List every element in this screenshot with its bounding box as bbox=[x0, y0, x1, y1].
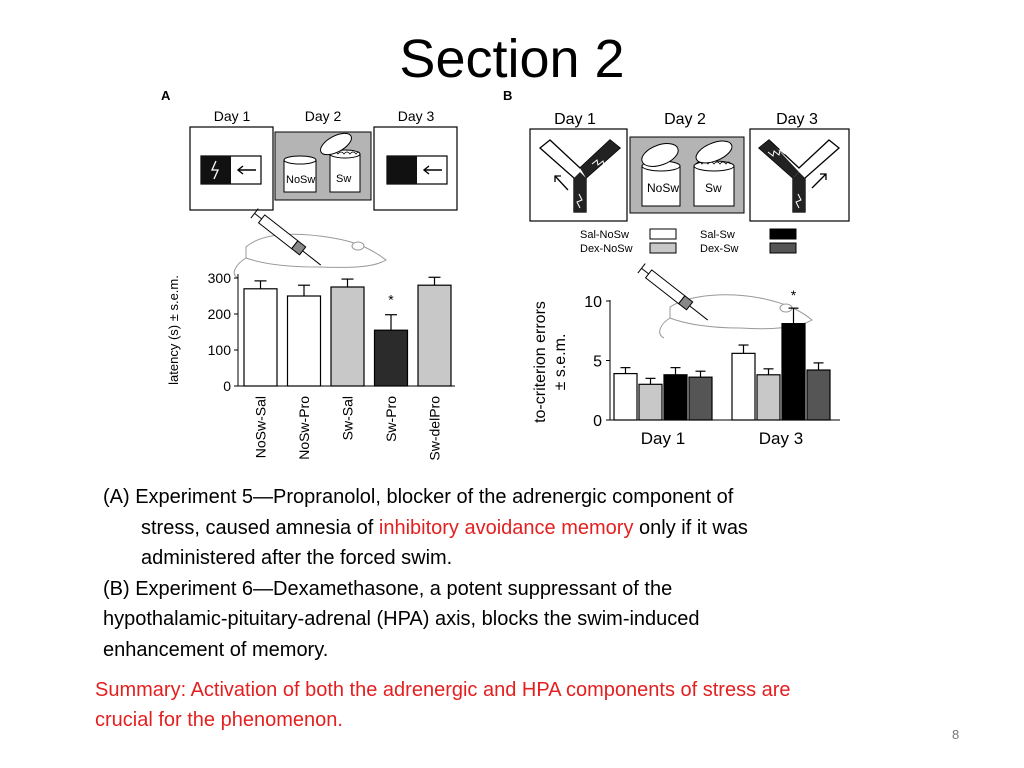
chart-b-y-tick-label: 5 bbox=[593, 354, 602, 371]
chart-b-legend-label: Sal-NoSw bbox=[580, 229, 629, 241]
chart-a-bar bbox=[330, 286, 365, 387]
summary-line2: crucial for the phenomenon. bbox=[95, 709, 343, 731]
panel-b-letter: B bbox=[503, 88, 512, 103]
chart-a-y-axis-label: latency (s) ± s.e.m. bbox=[166, 275, 181, 385]
caption-b-line2: hypothalamic-pituitary-adrenal (HPA) axi… bbox=[103, 608, 700, 630]
chart-b-legend-label: Dex-Sw bbox=[700, 243, 739, 255]
panel-a-nosw-label: NoSw bbox=[286, 174, 315, 186]
shock-icon bbox=[576, 193, 583, 209]
chart-b-bar bbox=[663, 374, 688, 421]
panel-a-day1-apparatus bbox=[200, 155, 262, 185]
chart-a-bar bbox=[243, 288, 278, 387]
chart-a-bar bbox=[286, 295, 322, 387]
caption-b-line3: enhancement of memory. bbox=[103, 638, 329, 661]
chart-b-bar bbox=[731, 352, 756, 421]
panel-a-letter: A bbox=[161, 88, 171, 103]
shock-icon bbox=[767, 149, 786, 157]
chart-a-significance-marker: * bbox=[388, 292, 394, 308]
chart-a-y-tick-label: 200 bbox=[208, 306, 232, 322]
caption-highlight: inhibitory avoidance memory bbox=[378, 516, 634, 539]
chart-b-x-label: Day 3 bbox=[759, 429, 803, 448]
chart-b-y-tick-label: 10 bbox=[584, 294, 602, 311]
panel-a-day3-apparatus bbox=[386, 155, 448, 185]
chart-b-bar bbox=[756, 374, 781, 421]
figure-panel-b: B Day 1 Day 2 Day 3 NoSw Sw Sal-No bbox=[503, 88, 850, 448]
chart-a-bar bbox=[373, 329, 409, 387]
caption-a-line1: (A) Experiment 5—Propranolol, blocker of… bbox=[103, 486, 734, 508]
caption-a-line3: administered after the forced swim. bbox=[141, 547, 453, 569]
chart-a-x-label: Sw-delPro bbox=[427, 396, 443, 461]
panel-b-day1-y-maze bbox=[538, 139, 622, 213]
shock-icon bbox=[210, 160, 220, 180]
chart-a-y-ticks: 0 100 200 300 bbox=[208, 270, 238, 394]
chart-b-bar bbox=[781, 323, 806, 421]
panel-b-nosw-label: NoSw bbox=[647, 181, 679, 195]
lid-icon bbox=[695, 140, 733, 164]
chart-b-y-axis-label-line1: to-criterion errors bbox=[532, 301, 549, 423]
chart-b-y-axis-label-line2: ± s.e.m. bbox=[552, 334, 569, 391]
slide-title: Section 2 bbox=[399, 29, 625, 89]
panel-a-day3-label: Day 3 bbox=[398, 108, 435, 124]
shock-icon bbox=[795, 193, 802, 209]
panel-b-day3-y-maze bbox=[757, 139, 841, 213]
chart-b-significance-marker: * bbox=[791, 287, 797, 303]
chart-b-y-tick-label: 0 bbox=[593, 413, 602, 430]
chart-a-x-labels: NoSw-Sal NoSw-Pro Sw-Sal Sw-Pro Sw-delPro bbox=[253, 396, 443, 461]
chart-b-bar bbox=[688, 376, 713, 421]
figure-caption: (A) Experiment 5—Propranolol, blocker of… bbox=[103, 482, 903, 665]
lid-icon bbox=[641, 143, 679, 167]
chart-a-y-tick-label: 300 bbox=[208, 270, 232, 286]
figure-panel-a: A Day 1 Day 2 Day 3 NoSw Sw bbox=[161, 88, 458, 461]
chart-b-bar bbox=[638, 383, 663, 421]
panel-a-sw-label: Sw bbox=[336, 173, 351, 185]
chart-b-legend-label: Sal-Sw bbox=[700, 229, 735, 241]
chart-a-x-label: NoSw-Sal bbox=[253, 396, 269, 458]
chart-b-x-label: Day 1 bbox=[641, 429, 685, 448]
caption-a-line2-post: only if it was bbox=[633, 516, 748, 539]
water-icon bbox=[331, 151, 361, 155]
chart-b-legend-swatch bbox=[649, 228, 677, 240]
caption-b-line1: (B) Experiment 6—Dexamethasone, a potent… bbox=[103, 577, 673, 600]
caption-a-line2: stress, caused amnesia of inhibitory avo… bbox=[103, 513, 903, 544]
chart-a-y-tick-label: 100 bbox=[208, 342, 232, 358]
panel-b-day2-label: Day 2 bbox=[664, 111, 706, 128]
chart-b-bar bbox=[806, 369, 831, 421]
rat-syringe-illustration bbox=[637, 263, 813, 339]
chart-a-y-tick-label: 0 bbox=[223, 378, 231, 394]
panel-b-sw-label: Sw bbox=[705, 181, 722, 195]
arrow-left-icon bbox=[236, 165, 244, 175]
chart-a-bars: * bbox=[243, 276, 452, 387]
chart-b-x-labels: Day 1 Day 3 bbox=[641, 429, 803, 448]
chart-a-x-label: Sw-Pro bbox=[383, 396, 399, 442]
chart-b-bar bbox=[613, 372, 638, 421]
arrow-left-icon bbox=[422, 165, 430, 175]
lid-icon bbox=[320, 132, 352, 156]
caption-a-line2-pre: stress, caused amnesia of bbox=[141, 516, 379, 539]
summary-text: Summary: Activation of both the adrenerg… bbox=[95, 675, 935, 735]
shock-icon bbox=[591, 159, 610, 167]
water-icon bbox=[695, 161, 731, 165]
chart-b-legend-swatch bbox=[649, 242, 677, 254]
chart-b-legend-label: Dex-NoSw bbox=[580, 243, 633, 255]
chart-b-y-ticks: 0 5 10 bbox=[584, 294, 610, 430]
arrow-icon bbox=[554, 175, 561, 182]
rat-syringe-illustration bbox=[233, 208, 387, 279]
summary-line1: Summary: Activation of both the adrenerg… bbox=[95, 679, 791, 701]
panel-b-day2-containers: NoSw Sw bbox=[641, 140, 735, 207]
panel-a-day2-label: Day 2 bbox=[305, 108, 342, 124]
chart-a-x-label: NoSw-Pro bbox=[296, 396, 312, 460]
panel-b-day1-label: Day 1 bbox=[554, 111, 596, 128]
panel-a-day2-containers: NoSw Sw bbox=[283, 132, 361, 193]
chart-a-x-label: Sw-Sal bbox=[340, 396, 356, 440]
chart-b-bars: * bbox=[613, 287, 831, 421]
chart-b-legend-swatch bbox=[769, 228, 797, 240]
chart-b-legend-swatch bbox=[769, 242, 797, 254]
panel-b-day3-label: Day 3 bbox=[776, 111, 818, 128]
page-number: 8 bbox=[952, 727, 960, 742]
arrow-icon bbox=[820, 173, 827, 180]
panel-a-day1-label: Day 1 bbox=[214, 108, 251, 124]
chart-a-bar bbox=[417, 284, 452, 387]
